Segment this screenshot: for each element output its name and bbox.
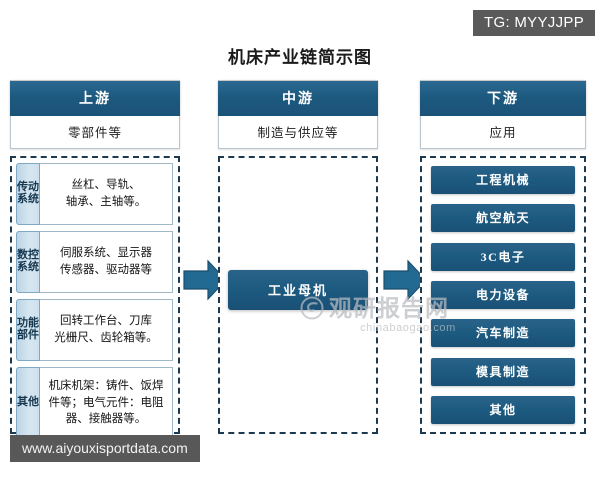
upstream-row-content: 回转工作台、刀库 光栅尺、齿轮箱等。 bbox=[40, 299, 173, 361]
midstream-group: 工业母机 bbox=[218, 156, 378, 434]
downstream-item[interactable]: 航空航天 bbox=[431, 204, 575, 233]
upstream-row-tab: 功能部件 bbox=[16, 299, 40, 361]
downstream-item[interactable]: 电力设备 bbox=[431, 280, 575, 309]
upstream-header: 上游 bbox=[10, 80, 180, 116]
upstream-row-content: 伺服系统、显示器 传感器、驱动器等 bbox=[40, 231, 173, 293]
page-title: 机床产业链简示图 bbox=[228, 48, 372, 67]
upstream-subtitle: 零部件等 bbox=[10, 116, 180, 149]
upstream-row[interactable]: 其他 机床机架：铸件、饭焊件等；电气元件：电阻器、接触器等。 bbox=[16, 367, 173, 439]
upstream-row-tab: 数控系统 bbox=[16, 231, 40, 293]
downstream-group: 工程机械 航空航天 3C电子 电力设备 汽车制造 模具制造 其他 bbox=[420, 156, 586, 434]
midstream-subtitle: 制造与供应等 bbox=[218, 116, 378, 149]
downstream-item[interactable]: 模具制造 bbox=[431, 357, 575, 386]
downstream-item[interactable]: 工程机械 bbox=[431, 166, 575, 194]
upstream-row[interactable]: 功能部件 回转工作台、刀库 光栅尺、齿轮箱等。 bbox=[16, 299, 173, 361]
midstream-column: 中游 制造与供应等 工业母机 bbox=[218, 80, 378, 434]
upstream-column: 上游 零部件等 传动系统 丝杠、导轨、 轴承、主轴等。 数控系统 伺服系统、显示… bbox=[10, 80, 180, 439]
upstream-group: 传动系统 丝杠、导轨、 轴承、主轴等。 数控系统 伺服系统、显示器 传感器、驱动… bbox=[10, 156, 180, 439]
footer-url: www.aiyouxisportdata.com bbox=[10, 435, 200, 462]
downstream-item[interactable]: 其他 bbox=[431, 395, 575, 424]
tg-badge: TG: MYYJJPP bbox=[473, 10, 595, 36]
upstream-row[interactable]: 数控系统 伺服系统、显示器 传感器、驱动器等 bbox=[16, 231, 173, 293]
downstream-subtitle: 应用 bbox=[420, 116, 586, 149]
arrow-midstream-to-downstream-icon bbox=[382, 258, 428, 302]
upstream-row-tab: 其他 bbox=[16, 367, 40, 439]
upstream-row[interactable]: 传动系统 丝杠、导轨、 轴承、主轴等。 bbox=[16, 163, 173, 225]
downstream-header: 下游 bbox=[420, 80, 586, 116]
arrow-upstream-to-midstream-icon bbox=[182, 258, 228, 302]
downstream-item[interactable]: 3C电子 bbox=[431, 242, 575, 271]
midstream-header: 中游 bbox=[218, 80, 378, 116]
downstream-column: 下游 应用 工程机械 航空航天 3C电子 电力设备 汽车制造 模具制造 其他 bbox=[420, 80, 586, 434]
midstream-core-box[interactable]: 工业母机 bbox=[228, 270, 368, 310]
upstream-row-content: 机床机架：铸件、饭焊件等；电气元件：电阻器、接触器等。 bbox=[40, 367, 173, 439]
upstream-row-content: 丝杠、导轨、 轴承、主轴等。 bbox=[40, 163, 173, 225]
downstream-item[interactable]: 汽车制造 bbox=[431, 319, 575, 348]
upstream-row-tab: 传动系统 bbox=[16, 163, 40, 225]
